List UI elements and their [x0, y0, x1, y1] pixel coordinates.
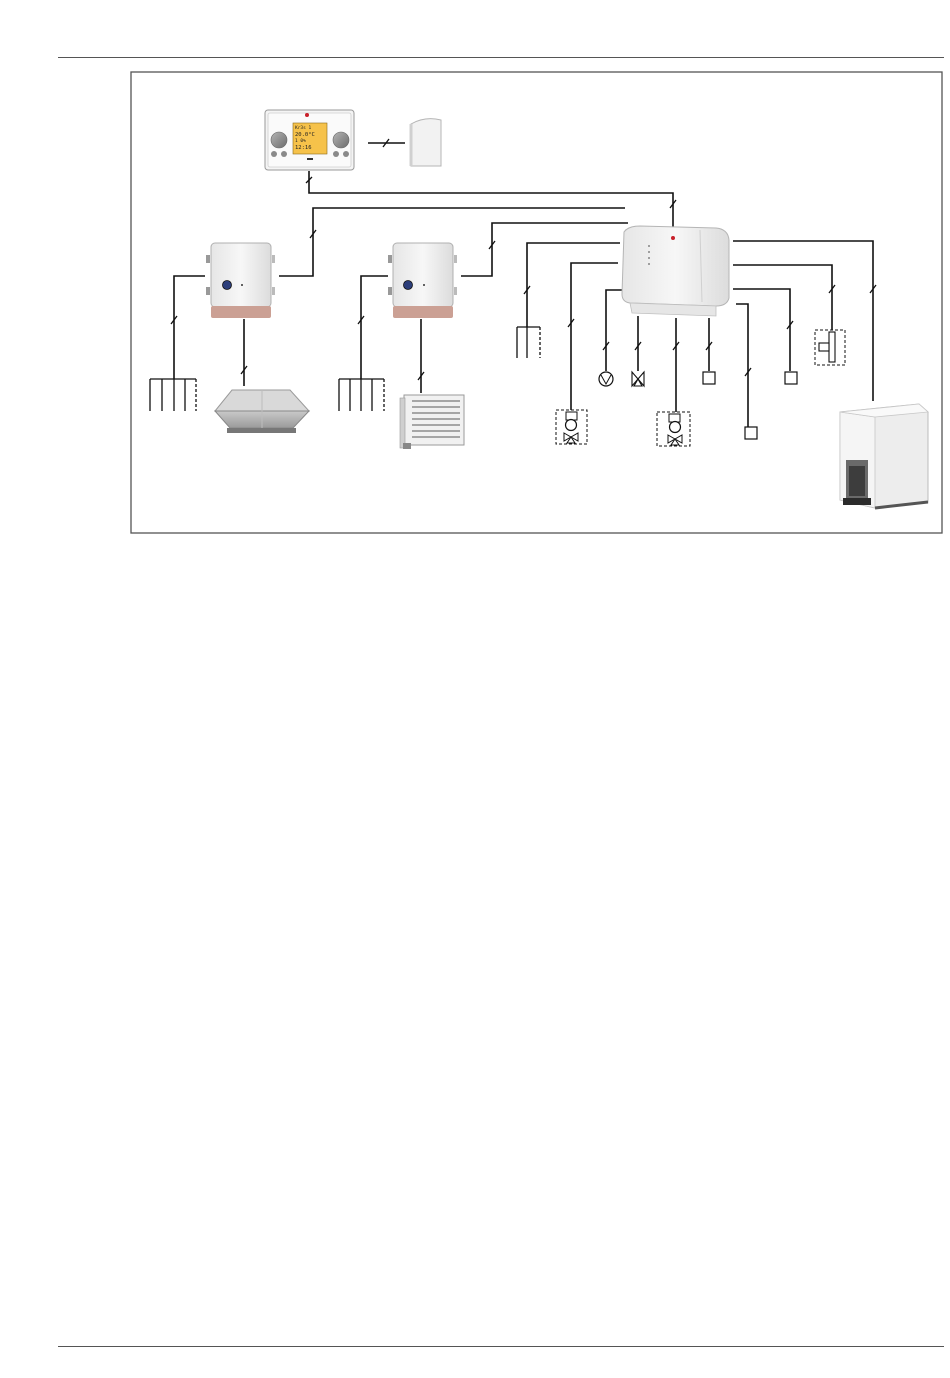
display-line-1: Kr3s 1	[295, 125, 312, 131]
pump-symbol-icon	[599, 372, 613, 386]
fan-controller-icon	[206, 243, 275, 318]
motorized-valve-icon	[556, 410, 587, 444]
display-line-4: 12:16	[295, 145, 312, 151]
sensor-box-icon	[785, 372, 797, 384]
terminal-strip-icon	[517, 327, 540, 358]
valve-symbol-icon	[632, 372, 644, 386]
display-line-3: 1 0%	[295, 138, 306, 144]
air-heater-icon	[400, 395, 464, 449]
display-line-2: 20.0°C	[295, 132, 315, 138]
terminal-strip-icon	[150, 379, 196, 411]
room-controller-icon: Kr3s 1 20.0°C 1 0% 12:16	[265, 110, 354, 170]
motorized-valve-icon	[657, 412, 690, 446]
flow-switch-icon	[815, 330, 845, 365]
wiring	[174, 143, 873, 427]
sensor-box-icon	[703, 372, 715, 384]
terminal-strip-icon	[339, 379, 384, 411]
line-slash-marks	[171, 139, 876, 380]
central-control-unit-icon	[622, 226, 729, 316]
sensor-box-icon	[745, 427, 757, 439]
roof-fan-icon	[215, 390, 309, 433]
fan-controller-icon	[388, 243, 457, 318]
room-sensor-icon	[411, 119, 441, 166]
boiler-icon	[840, 404, 928, 508]
